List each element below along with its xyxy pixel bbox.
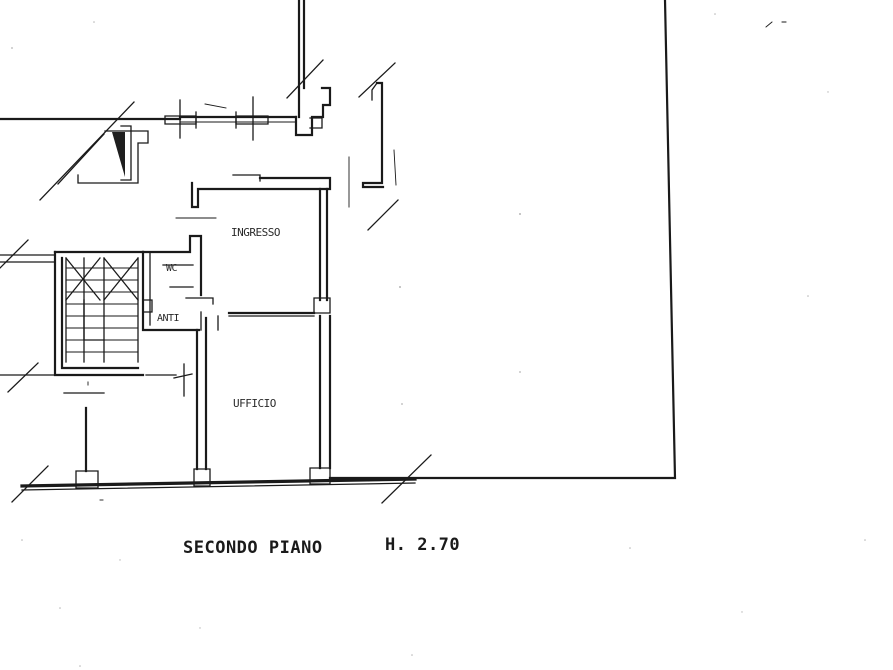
ingresso-walls [175,174,332,317]
room-label-anti: ANTI [157,313,180,324]
staircase [0,250,177,377]
room-label-wc: WC [166,263,178,274]
wc-anti-walls [141,234,219,332]
floor-caption: SECONDO PIANO [183,538,323,558]
scan-noise [11,13,866,667]
room-label-ingresso: INGRESSO [231,226,280,239]
ufficio-walls [173,314,332,471]
room-label-ufficio: UFFICIO [233,397,276,410]
niche-upper-left [77,125,149,184]
corridor-lower-left [63,381,105,501]
break-lines [0,59,432,504]
height-caption: H. 2.70 [385,535,460,555]
exterior-walls [0,0,677,491]
